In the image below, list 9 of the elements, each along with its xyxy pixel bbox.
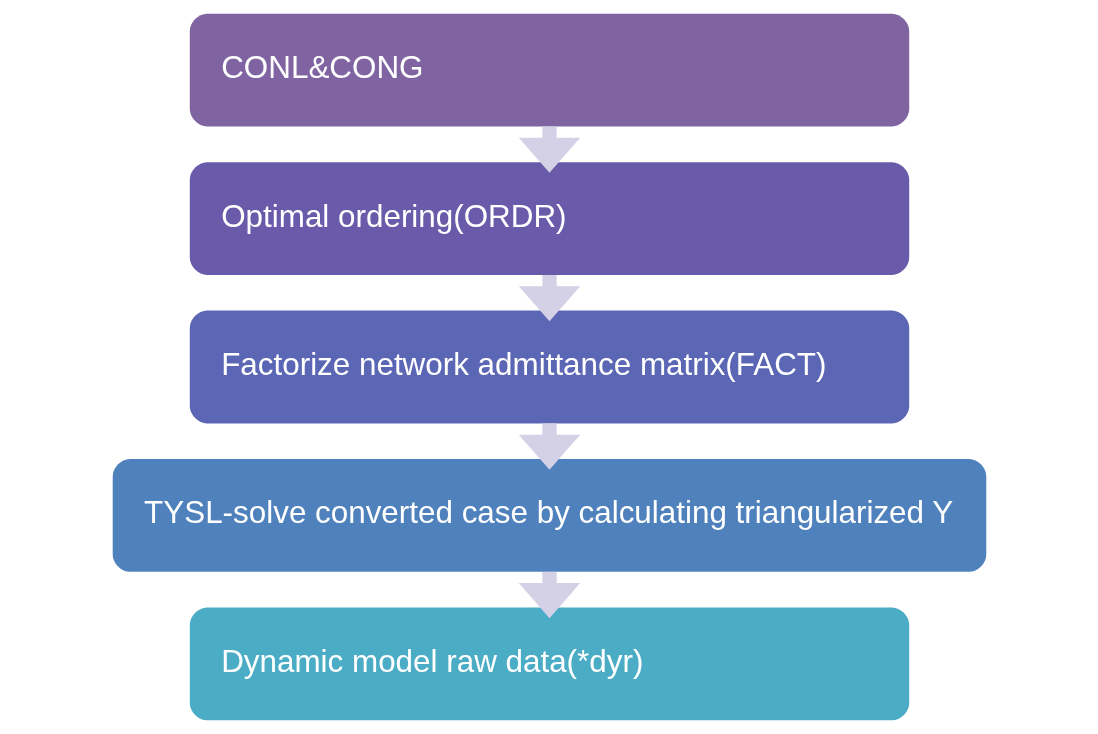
node-box: TYSL-solve converted case by calculating triangularized Y (112, 459, 986, 572)
node-box: Factorize network admittance matrix(FACT) (189, 310, 909, 424)
arrow (518, 571, 580, 619)
node-box: Optimal ordering(ORDR) (189, 162, 909, 275)
arrow (518, 126, 580, 173)
arrow (518, 275, 580, 322)
node-box: Dynamic model raw data(*dyr) (189, 607, 909, 721)
node-box: CONL&CONG (189, 13, 909, 127)
arrow (518, 423, 580, 470)
